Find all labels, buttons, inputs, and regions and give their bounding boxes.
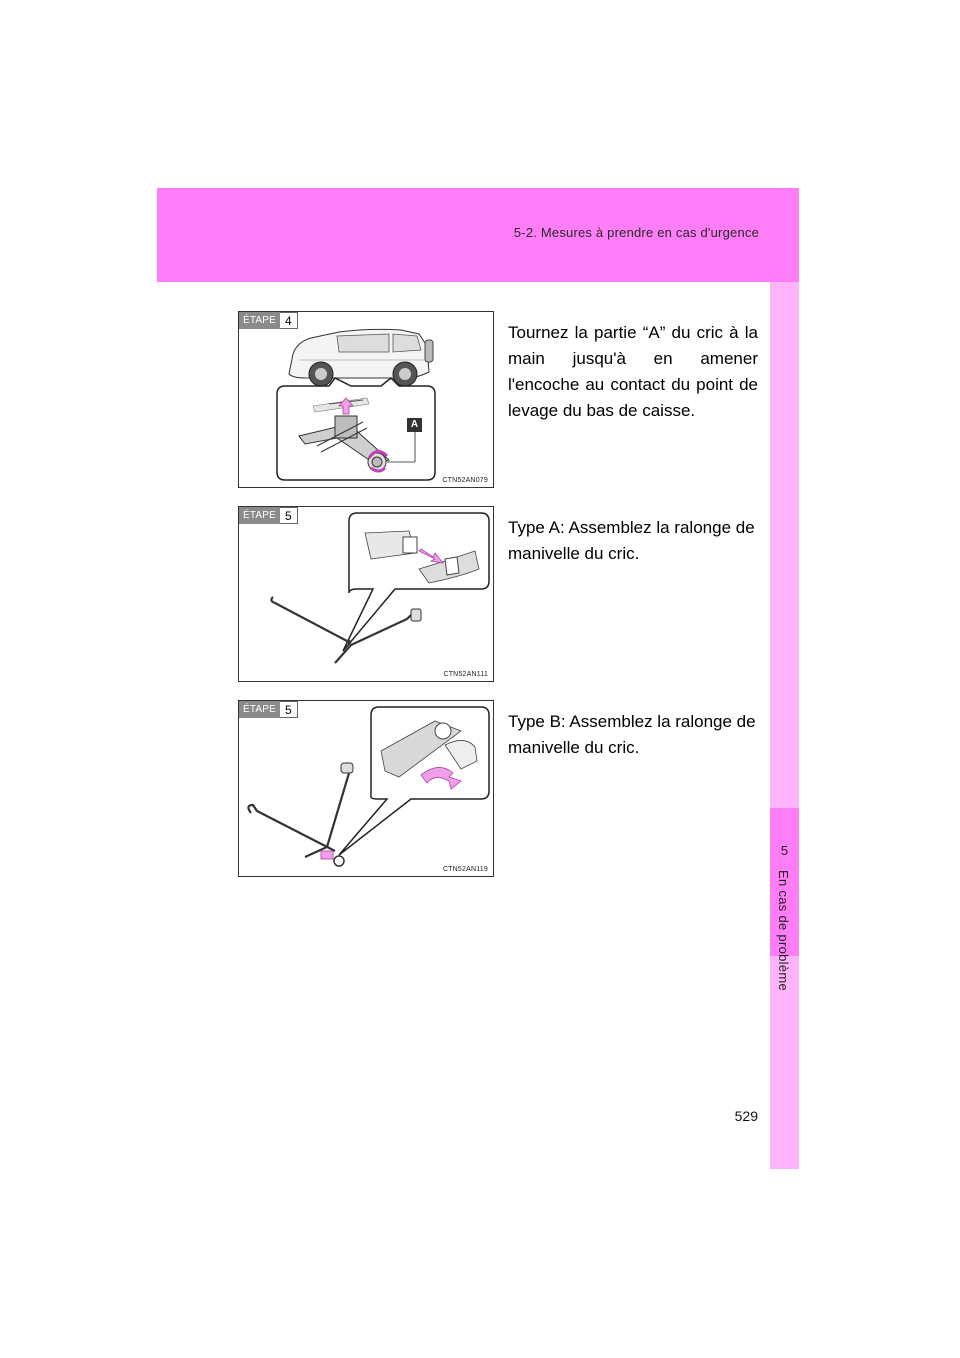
step-number: 5: [280, 507, 298, 524]
step-badge: ÉTAPE 5: [239, 507, 298, 524]
section-header-bar: 5-2. Mesures à prendre en cas d'urgence: [157, 188, 799, 282]
step-label: ÉTAPE: [239, 312, 281, 329]
step-badge: ÉTAPE 5: [239, 701, 298, 718]
chapter-title: En cas de problème: [776, 870, 791, 992]
figure-code: CTN52AN119: [442, 866, 488, 873]
callout-a-label: A: [410, 419, 419, 430]
step-5b-figure: ÉTAPE 5 CTN52AN119: [238, 700, 494, 877]
step-label: ÉTAPE: [239, 701, 281, 718]
step-4-figure: A ÉTAPE 4 CTN52AN079: [238, 311, 494, 488]
car-and-jack-illustration: [276, 328, 436, 481]
handle-extension-type-a-illustration: [270, 512, 490, 664]
section-title: 5-2. Mesures à prendre en cas d'urgence: [513, 225, 759, 240]
step-5a-instruction: Type A: Assemblez la ralonge de manivell…: [508, 518, 755, 563]
figure-code: CTN52AN079: [442, 477, 488, 484]
step-badge: ÉTAPE 4: [239, 312, 298, 329]
page-number: 529: [734, 1108, 758, 1124]
step-label: ÉTAPE: [239, 507, 281, 524]
step-5b-instruction: Type B: Assemblez la ralonge de manivell…: [508, 712, 756, 757]
step-number: 5: [280, 701, 298, 718]
step-5a-figure: ÉTAPE 5 CTN52AN111: [238, 506, 494, 682]
handle-extension-type-b-illustration: [247, 706, 490, 867]
chapter-number: 5: [780, 843, 789, 858]
step-4-instruction: Tournez la partie “A” du cric à la main …: [508, 323, 758, 420]
chapter-marker: [770, 808, 799, 956]
figure-code: CTN52AN111: [443, 671, 488, 678]
chapter-side-tab: [770, 282, 799, 1169]
step-number: 4: [280, 312, 298, 329]
